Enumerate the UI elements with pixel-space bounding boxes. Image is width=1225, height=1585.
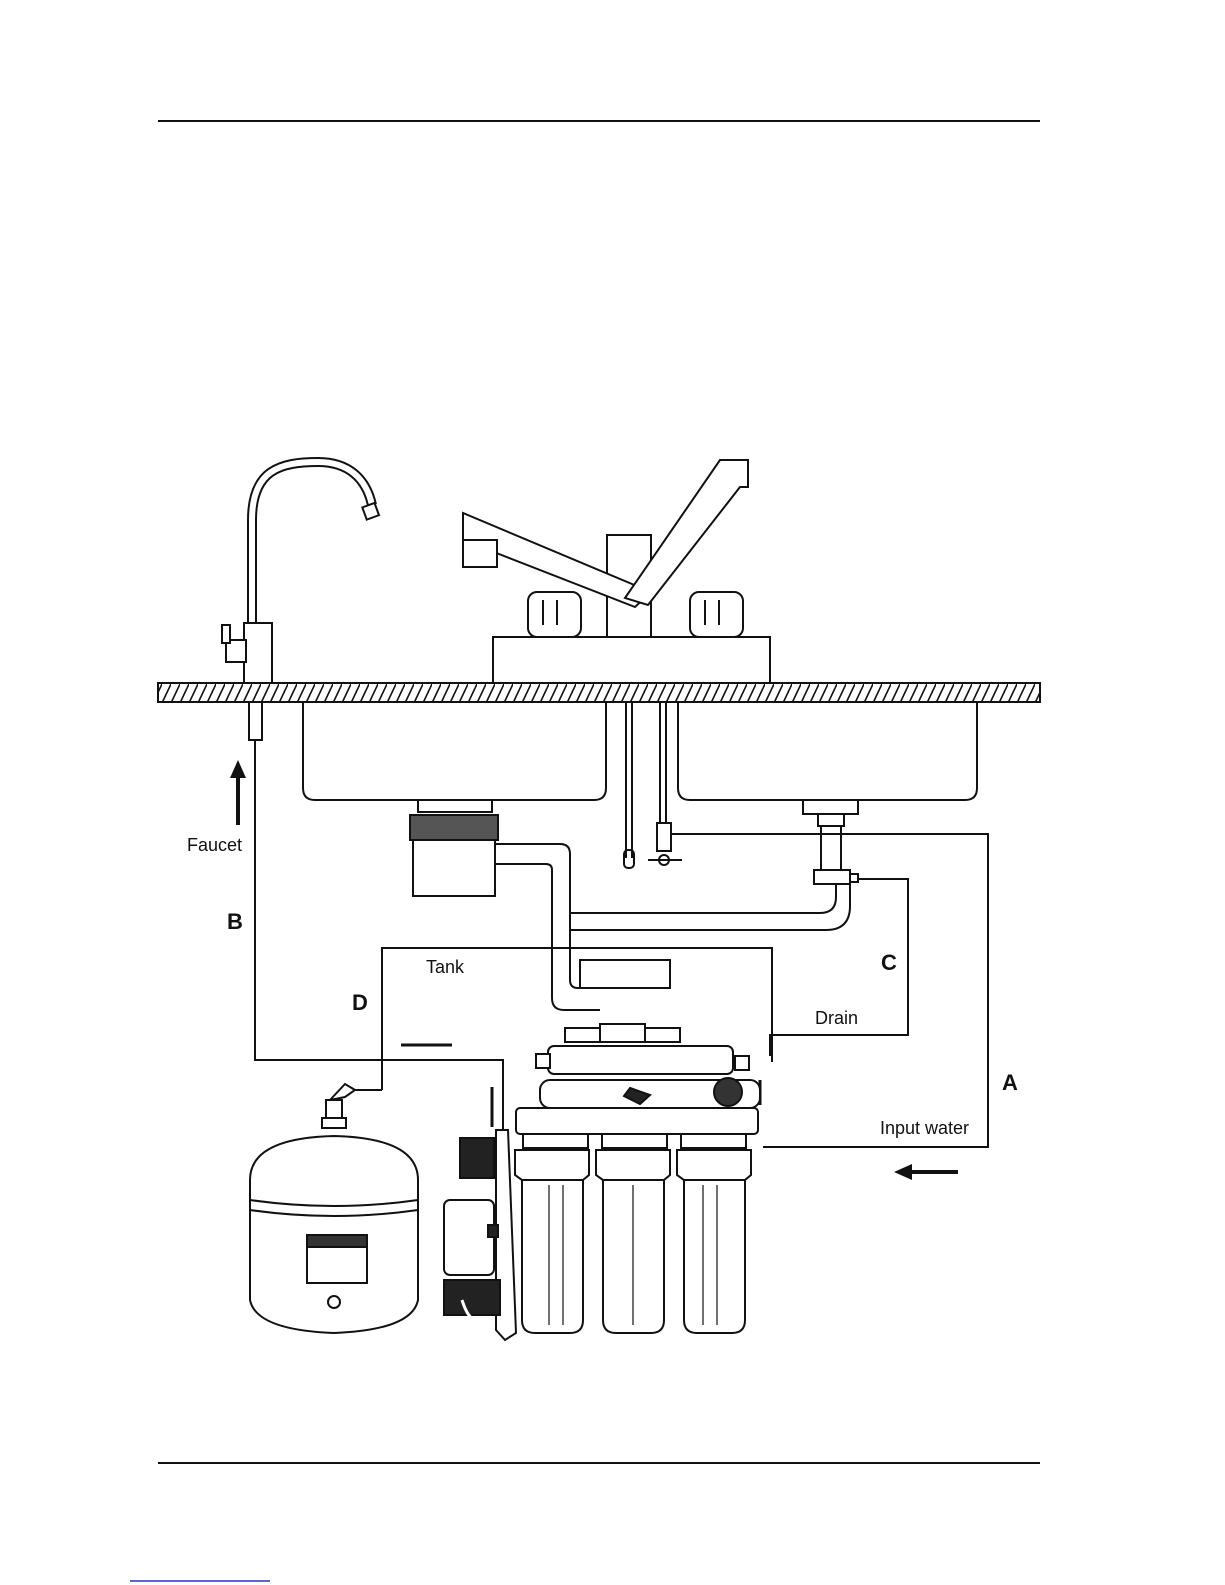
input-water-label: Input water <box>880 1118 969 1138</box>
line-c-label: C <box>881 950 897 975</box>
kitchen-faucet <box>463 460 770 683</box>
tank-label: Tank <box>426 957 465 977</box>
pressure-tank <box>250 1084 418 1333</box>
garbage-disposal <box>410 800 498 896</box>
booster-pump <box>444 1138 500 1320</box>
drain-label: Drain <box>815 1008 858 1028</box>
faucet-label: Faucet <box>187 835 242 855</box>
drain-pipe <box>495 844 850 1010</box>
line-a-label: A <box>1002 1070 1018 1095</box>
sink-basins <box>303 702 977 868</box>
sink-drain-outlet <box>803 800 858 884</box>
line-d-label: D <box>352 990 368 1015</box>
countertop <box>158 683 1040 702</box>
faucet-arrow <box>230 760 246 825</box>
ro-unit <box>496 1024 760 1340</box>
line-b-label: B <box>227 909 243 934</box>
input-water-arrow <box>894 1164 958 1180</box>
